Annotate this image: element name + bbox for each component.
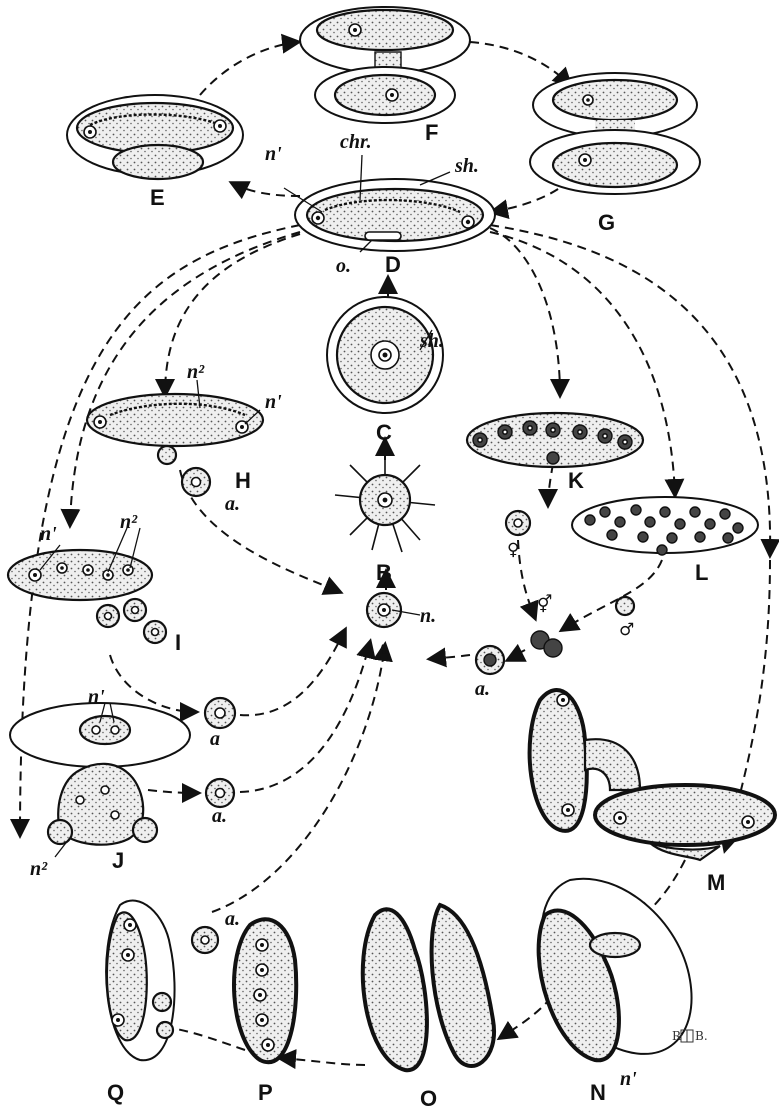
stage-G-cell bbox=[530, 73, 700, 194]
svg-text:B.: B. bbox=[695, 1029, 708, 1043]
label-sh-C: sh. bbox=[419, 330, 444, 352]
artist-signature: R B. bbox=[672, 1029, 708, 1043]
stage-F-cell bbox=[300, 7, 470, 123]
label-n-two-H: n² bbox=[187, 361, 205, 383]
stage-letter-O: O bbox=[420, 1086, 437, 1111]
hermaphrodite-symbol: ⚥ bbox=[537, 594, 552, 615]
label-n-prime-D: n' bbox=[265, 143, 282, 165]
stage-letter-B: B bbox=[376, 560, 392, 585]
stage-letter-I: I bbox=[175, 630, 181, 655]
stage-J-cell bbox=[10, 703, 234, 845]
label-n-two-I: n² bbox=[120, 511, 138, 533]
stage-letter-C: C bbox=[376, 420, 392, 445]
label-a-J: a. bbox=[212, 805, 227, 827]
label-chr: chr. bbox=[340, 131, 372, 153]
label-o: o. bbox=[336, 255, 351, 277]
male-symbol: ♂ bbox=[619, 620, 634, 640]
stage-E-cell bbox=[67, 95, 243, 179]
stage-D-cell bbox=[295, 179, 495, 251]
stage-letter-K: K bbox=[568, 468, 584, 493]
female-symbol: ♀ bbox=[507, 540, 519, 560]
stage-O-cells bbox=[363, 905, 494, 1070]
stage-letter-L: L bbox=[695, 560, 708, 585]
stage-letter-M: M bbox=[707, 870, 725, 895]
stage-B-heliozoan bbox=[335, 455, 435, 552]
label-a-H: a. bbox=[225, 493, 240, 515]
stage-letter-H: H bbox=[235, 468, 251, 493]
label-sh-D: sh. bbox=[454, 155, 479, 177]
stage-P-cell bbox=[234, 919, 296, 1062]
stage-A-amoebula bbox=[367, 593, 401, 627]
stage-letter-E: E bbox=[150, 185, 165, 210]
stage-letter-G: G bbox=[598, 210, 615, 235]
stage-C-cyst bbox=[327, 297, 443, 413]
stage-letter-N: N bbox=[590, 1080, 606, 1105]
stage-letter-A: A bbox=[376, 640, 392, 665]
label-a-I: a bbox=[210, 728, 220, 750]
label-n-prime-H: n' bbox=[265, 391, 282, 413]
stage-letter-F: F bbox=[425, 120, 438, 145]
stage-letter-Q: Q bbox=[107, 1080, 124, 1105]
label-n-prime-J: n' bbox=[88, 686, 105, 708]
stage-I-cell bbox=[8, 550, 235, 728]
stage-letter-D: D bbox=[385, 252, 401, 277]
label-n-prime-N: n' bbox=[620, 1068, 637, 1090]
label-a-K: a. bbox=[475, 678, 490, 700]
stage-letter-P: P bbox=[258, 1080, 273, 1105]
stage-letter-J: J bbox=[112, 848, 124, 873]
label-n-two-J: n² bbox=[30, 858, 48, 880]
stage-M-cells bbox=[530, 690, 775, 860]
label-n-prime-I: n' bbox=[40, 523, 57, 545]
stage-N-cells bbox=[539, 879, 692, 1061]
label-a-Q: a. bbox=[225, 908, 240, 930]
label-n: n. bbox=[420, 605, 436, 627]
